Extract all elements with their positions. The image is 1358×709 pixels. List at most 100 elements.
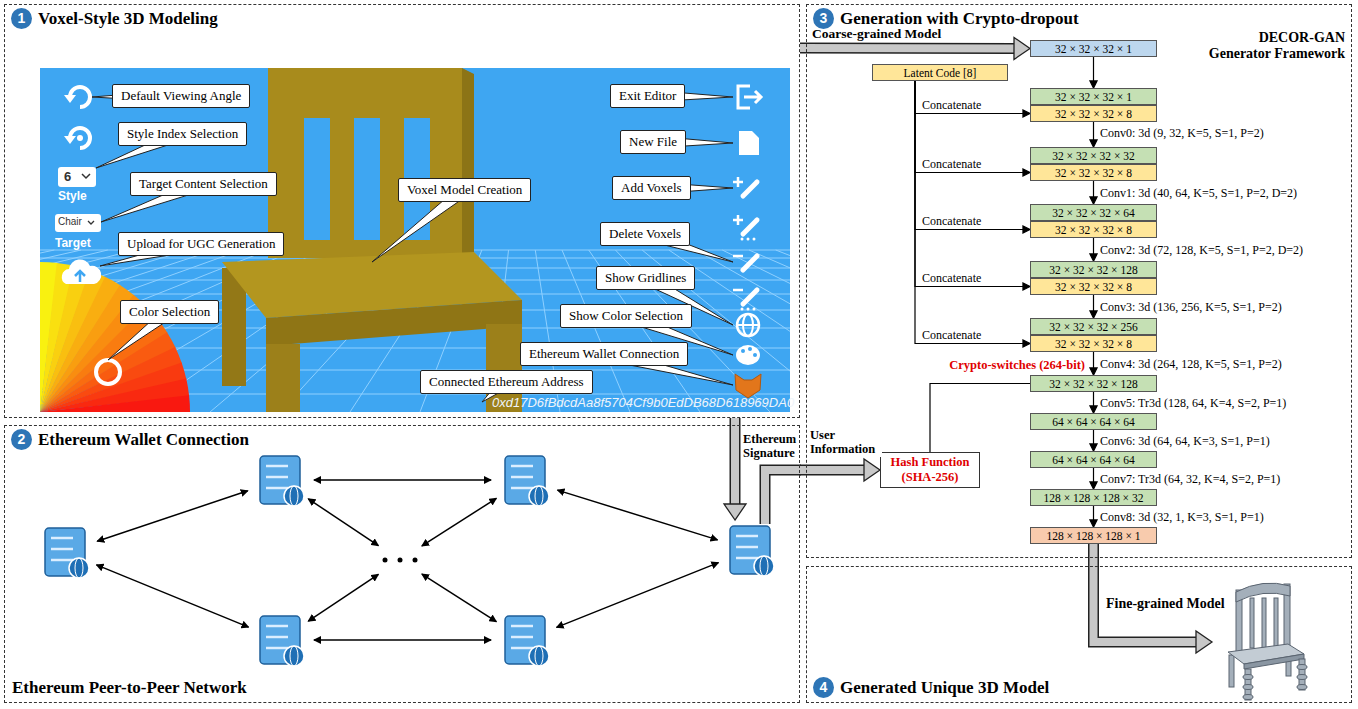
hash-box-text: Hash Function (SHA-256)	[885, 455, 975, 485]
connector	[915, 81, 1030, 290]
latent-tensor: 32 × 32 × 32 × 8	[1030, 164, 1157, 181]
palette-hole	[741, 349, 745, 353]
panel-title: Ethereum Wallet Connection	[38, 430, 249, 450]
chair-seat-edge	[1244, 654, 1304, 669]
ellipsis-dot	[398, 558, 403, 563]
connector	[724, 418, 746, 520]
server-slot	[266, 647, 288, 650]
generated-chair	[1228, 583, 1307, 700]
step-number: 3	[813, 8, 834, 29]
pencil-sign	[733, 215, 743, 225]
style-value: 6	[64, 169, 71, 184]
block-arrow	[765, 470, 801, 524]
edge-label: Conv0: 3d (9, 32, K=5, S=1, P=2)	[1100, 126, 1264, 141]
rotate-icon-head	[64, 136, 76, 144]
grid-line	[40, 250, 215, 412]
connector-line	[1093, 57, 1094, 82]
server-globe	[529, 486, 549, 506]
panel-title: Generated Unique 3D Model	[840, 678, 1049, 698]
connector	[1090, 238, 1097, 261]
network-link	[422, 498, 496, 546]
globe-icon	[737, 324, 759, 326]
feature-tensor-text: 64 × 64 × 64 × 64	[1052, 416, 1135, 428]
feature-tensor: 128 × 128 × 128 × 32	[1030, 489, 1157, 506]
arrowhead	[1090, 254, 1097, 261]
input-tensor: 32 × 32 × 32 × 1	[1030, 40, 1157, 57]
network-link	[96, 565, 248, 627]
panel-heading: 3 Generation with Crypto-dropout	[813, 8, 1079, 29]
block-arrow-outline	[800, 465, 865, 476]
feature-tensor: 64 × 64 × 64 × 64	[1030, 451, 1157, 468]
feature-tensor-text: 32 × 32 × 32 × 256	[1049, 321, 1137, 333]
panel-heading: 2Ethereum Wallet Connection	[11, 429, 249, 450]
callout-box-text: New File	[629, 134, 677, 149]
callout-box: Voxel Model Creation	[398, 178, 531, 202]
palette-icon	[736, 345, 760, 365]
callout-box: Ethereum Wallet Connection	[520, 342, 688, 366]
server-slot	[736, 546, 758, 549]
callout-box-text: Default Viewing Angle	[121, 88, 241, 103]
pencil-dot	[753, 238, 756, 241]
server-slot	[511, 487, 533, 490]
server-slot	[511, 476, 533, 479]
connector-line	[930, 384, 1030, 453]
ui-caption: Style	[58, 189, 87, 203]
network-link	[557, 490, 717, 540]
connector-line	[1093, 352, 1094, 369]
edge-label: Concatenate	[922, 214, 981, 229]
grid-line	[722, 250, 790, 412]
connector-line	[915, 81, 1024, 230]
upload-arrow	[75, 271, 85, 282]
server-slot	[736, 535, 758, 538]
feature-tensor: 32 × 32 × 32 × 128	[1030, 375, 1157, 392]
hash-box: Hash Function (SHA-256)	[880, 452, 980, 488]
connector	[915, 81, 1030, 233]
style-dropdown	[58, 167, 96, 187]
arrowhead	[1090, 368, 1097, 375]
leg-turning	[1297, 675, 1307, 680]
arrowhead	[1090, 197, 1097, 204]
ellipsis-dot	[383, 558, 388, 563]
server-slot	[51, 548, 73, 551]
chair-leg	[266, 344, 300, 412]
arrowhead	[1023, 340, 1030, 347]
pencil-icon	[743, 256, 757, 270]
connector	[1090, 295, 1097, 318]
server-slot	[266, 476, 288, 479]
callout-box: Upload for UGC Generation	[118, 232, 284, 256]
connector	[1090, 181, 1097, 204]
chair-spindle	[1262, 598, 1266, 648]
block-arrow-body	[731, 418, 739, 505]
edge-label: Conv3: 3d (136, 256, K=5, S=1, P=2)	[1100, 300, 1282, 315]
server-slot	[266, 487, 288, 490]
callout-box: Default Viewing Angle	[112, 84, 250, 108]
server-slot	[511, 636, 533, 639]
callout-box-text: Ethereum Wallet Connection	[529, 346, 679, 361]
pencil-dot	[753, 308, 756, 311]
server-slot	[266, 465, 288, 468]
arrowhead	[1196, 631, 1212, 653]
block-arrow-outline	[765, 470, 801, 524]
network-link	[314, 479, 491, 481]
editor-screen	[40, 68, 790, 412]
connector-line	[915, 81, 1024, 173]
panel-heading: 1Voxel-Style 3D Modeling	[11, 8, 218, 29]
grid-line	[696, 250, 790, 412]
panel-title: Generation with Crypto-dropout	[840, 9, 1079, 29]
feature-tensor: 32 × 32 × 32 × 256	[1030, 318, 1157, 335]
pencil-sign	[733, 289, 743, 292]
color-wheel	[40, 262, 190, 412]
connector-line	[915, 81, 1024, 287]
input-tensor-text: 32 × 32 × 32 × 1	[1055, 43, 1132, 55]
network-link	[308, 574, 378, 621]
server-globe	[69, 558, 89, 578]
ellipsis-dot	[413, 558, 418, 563]
feature-tensor-text: 32 × 32 × 32 × 128	[1049, 264, 1137, 276]
server-slot	[511, 465, 533, 468]
latent-code-text: Latent Code [8]	[904, 67, 977, 79]
panel-region: 2Ethereum Wallet Connection	[4, 425, 800, 703]
block-arrow-outline	[800, 43, 1015, 55]
arrowhead	[1023, 226, 1030, 233]
chair-back-side	[462, 68, 474, 258]
connector	[1090, 392, 1097, 413]
